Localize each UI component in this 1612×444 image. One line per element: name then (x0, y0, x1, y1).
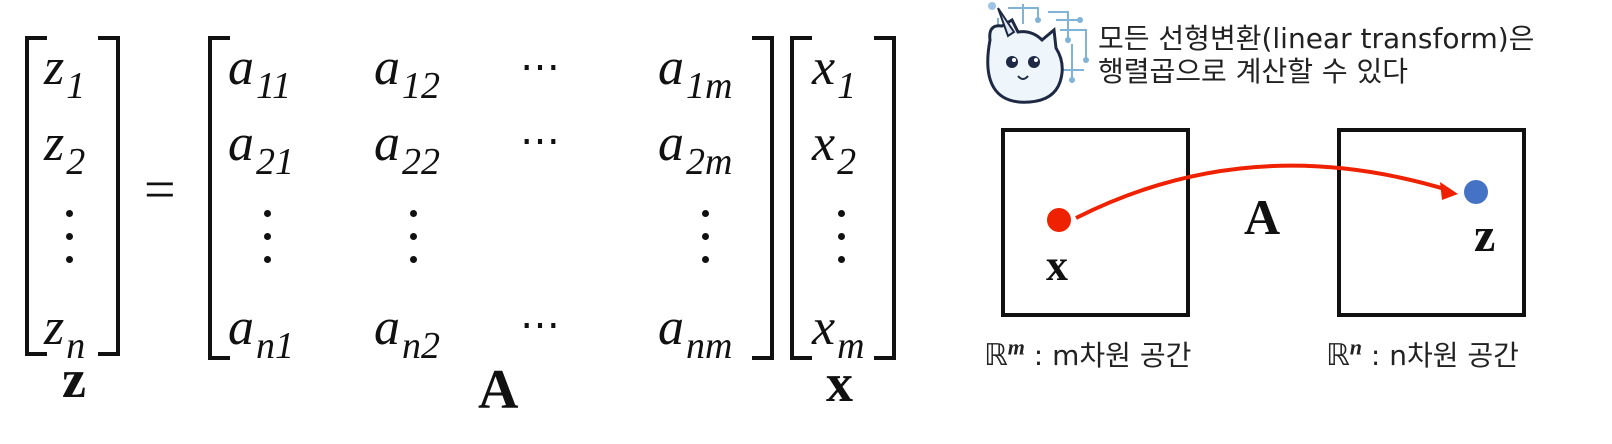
equals-sign: = (144, 159, 176, 221)
caption-line-1: 모든 선형변환(linear transform)은 (1098, 22, 1535, 55)
x-vdots (838, 210, 846, 279)
z-entry-n: zn (44, 299, 86, 367)
z-left-bracket (25, 36, 47, 356)
a-22: a22 (374, 115, 440, 183)
a-right-bracket (752, 36, 774, 360)
cdots-row-2: ⋯ (520, 118, 566, 164)
a-n1: an1 (228, 299, 294, 367)
a-11: a11 (228, 39, 292, 107)
space-Rn-box (1337, 128, 1526, 317)
point-x-dot (1047, 208, 1071, 232)
a-nm: anm (658, 299, 733, 367)
point-z-dot (1464, 180, 1488, 204)
z-right-bracket (98, 36, 120, 356)
a-2m: a2m (658, 115, 733, 183)
a-left-bracket (208, 36, 230, 360)
x-entry-1: x1 (812, 39, 857, 107)
caption: 모든 선형변환(linear transform)은 행렬곱으로 계산할 수 있… (1098, 22, 1534, 88)
label-z: z (62, 349, 86, 409)
x-right-bracket (874, 36, 896, 360)
a-1m: a1m (658, 39, 733, 107)
space-Rm-box (1001, 128, 1190, 317)
arrow-label-A: A (1244, 189, 1281, 245)
z-entry-1: z1 (44, 39, 86, 107)
label-A: A (478, 359, 519, 421)
space-Rn-label: ℝn : n차원 공간 (1326, 334, 1519, 373)
point-z-label: z (1474, 209, 1496, 262)
label-x: x (826, 353, 853, 413)
x-entry-2: x2 (812, 115, 857, 183)
real-numbers-symbol: ℝ (1326, 338, 1350, 373)
a-vdots-col-1 (264, 210, 272, 279)
x-entry-m: xm (812, 299, 865, 367)
cdots-row-n: ⋯ (520, 302, 566, 348)
x-left-bracket (790, 36, 812, 360)
z-vdots (66, 210, 74, 279)
space-Rm-label: ℝm : m차원 공간 (984, 334, 1192, 373)
a-n2: an2 (374, 299, 440, 367)
mascot-icon (986, 2, 1089, 104)
cdots-row-1: ⋯ (520, 44, 566, 90)
a-12: a12 (374, 39, 440, 107)
caption-line-2: 행렬곱으로 계산할 수 있다 (1098, 55, 1409, 88)
a-vdots-col-2 (410, 210, 418, 279)
z-entry-2: z2 (44, 115, 86, 183)
point-x-label: x (1046, 241, 1068, 290)
a-21: a21 (228, 115, 294, 183)
real-numbers-symbol: ℝ (984, 338, 1008, 373)
a-vdots-col-m (702, 210, 710, 279)
